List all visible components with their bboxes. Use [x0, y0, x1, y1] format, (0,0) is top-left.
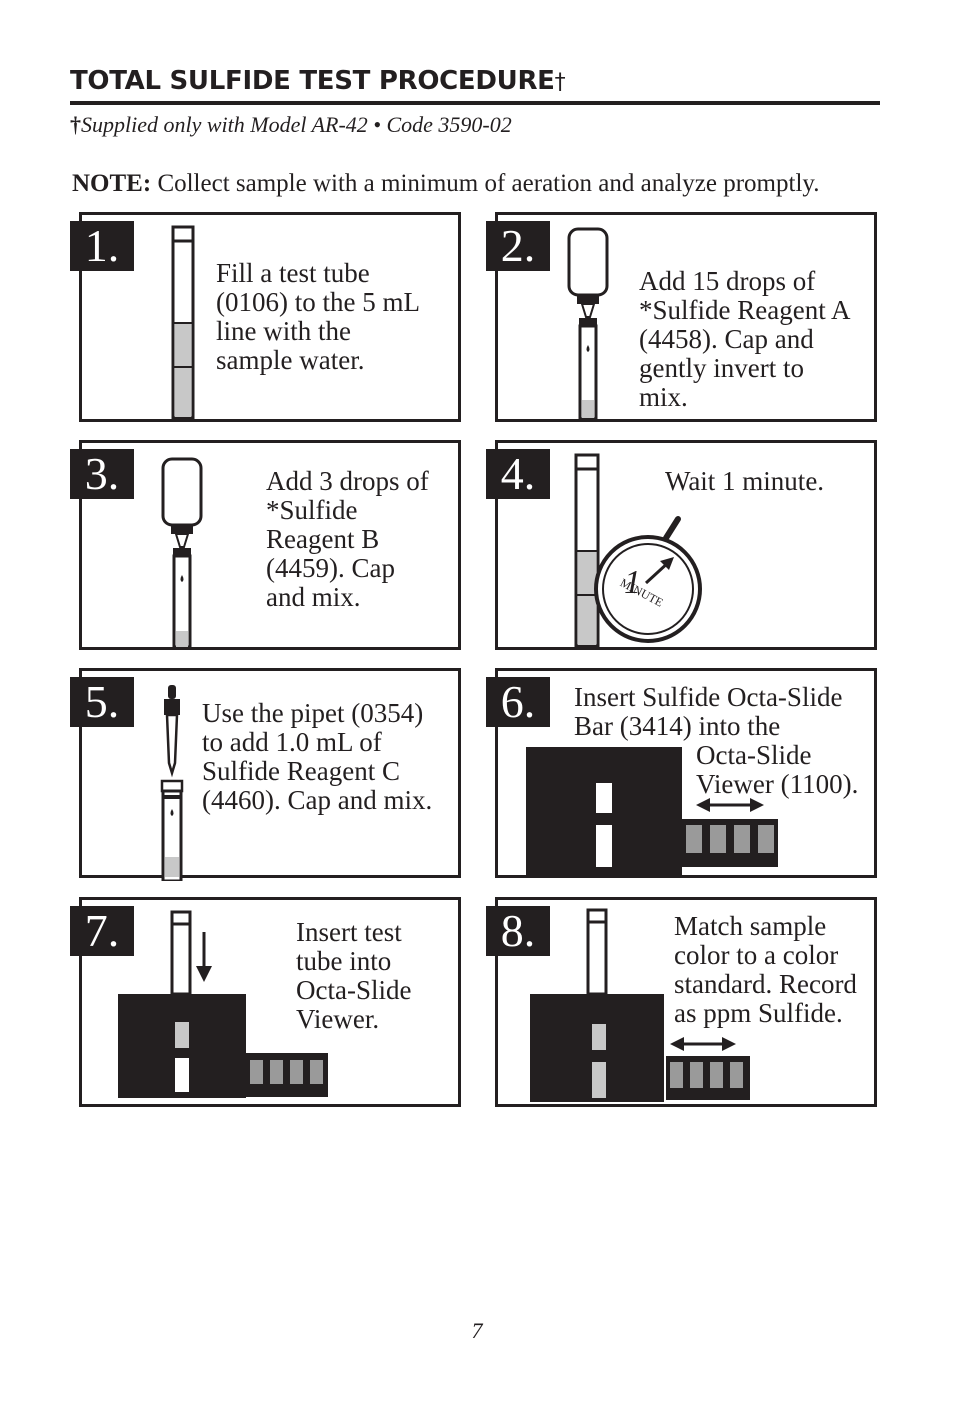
- step-7-panel: 7. Insert test tube into Octa-Slide View…: [70, 897, 461, 1107]
- step-number: 3.: [70, 449, 134, 499]
- step-1-text: Fill a test tube (0106) to the 5 mL line…: [216, 258, 420, 375]
- stopwatch-icon: 1 MINUTE: [594, 516, 702, 643]
- step-number: 1.: [70, 221, 134, 271]
- step-2-panel: 2. Add 15 drops of *Sulfide Reagent A (4…: [486, 212, 877, 422]
- step-4-text: Wait 1 minute.: [665, 466, 825, 496]
- subtitle: †Supplied only with Model AR-42 • Code 3…: [70, 112, 512, 137]
- step-8-panel: 8. Match sample color to a color standar…: [486, 897, 877, 1107]
- title-rule: [70, 101, 880, 105]
- step-number: 2.: [486, 221, 550, 271]
- step-6-panel: 6. Insert Sulfide Octa-Slide Bar (3414) …: [486, 668, 877, 878]
- timer-value: 1: [624, 564, 641, 601]
- pipet-icon: [160, 685, 184, 881]
- step-8-text: Match sample color to a color standard. …: [674, 911, 857, 1028]
- step-number: 8.: [486, 906, 550, 956]
- step-6-text-2: Octa-Slide Viewer (1100).: [696, 740, 859, 799]
- step-3-text: Add 3 drops of *Sulfide Reagent B (4459)…: [266, 466, 429, 612]
- step-number: 4.: [486, 449, 550, 499]
- match-color-icon: [530, 908, 750, 1102]
- insert-tube-icon: [118, 910, 328, 1098]
- step-5-panel: 5. Use the pipet (0354) to add 1.0 mL of…: [70, 668, 461, 881]
- note: NOTE: Collect sample with a minimum of a…: [72, 170, 820, 198]
- reagent-bottle-icon: [567, 227, 609, 421]
- step-number: 5.: [70, 677, 134, 727]
- step-7-text: Insert test tube into Octa-Slide Viewer.: [296, 917, 412, 1034]
- step-6-text: Insert Sulfide Octa-Slide Bar (3414) int…: [574, 682, 843, 741]
- step-3-panel: 3. Add 3 drops of *Sulfide Reagent B (44…: [70, 440, 461, 650]
- test-tube-icon: [171, 225, 195, 420]
- reagent-bottle-icon: [161, 457, 203, 649]
- step-number: 6.: [486, 677, 550, 727]
- note-label: NOTE:: [72, 170, 152, 197]
- test-tube-icon: [574, 453, 600, 648]
- step-1-panel: 1. Fill a test tube (0106) to the 5 mL l…: [70, 212, 461, 422]
- note-text: Collect sample with a minimum of aeratio…: [151, 170, 820, 197]
- step-number: 7.: [70, 906, 134, 956]
- step-5-text: Use the pipet (0354) to add 1.0 mL of Su…: [202, 698, 433, 815]
- page-title: TOTAL SULFIDE TEST PROCEDURE†: [70, 66, 566, 96]
- page-number: 7: [471, 1318, 483, 1343]
- octa-slide-viewer-icon: [526, 747, 778, 875]
- step-2-text: Add 15 drops of *Sulfide Reagent A (4458…: [639, 266, 851, 412]
- step-4-panel: 4. 1 MINUTE Wait 1 minute.: [486, 440, 877, 650]
